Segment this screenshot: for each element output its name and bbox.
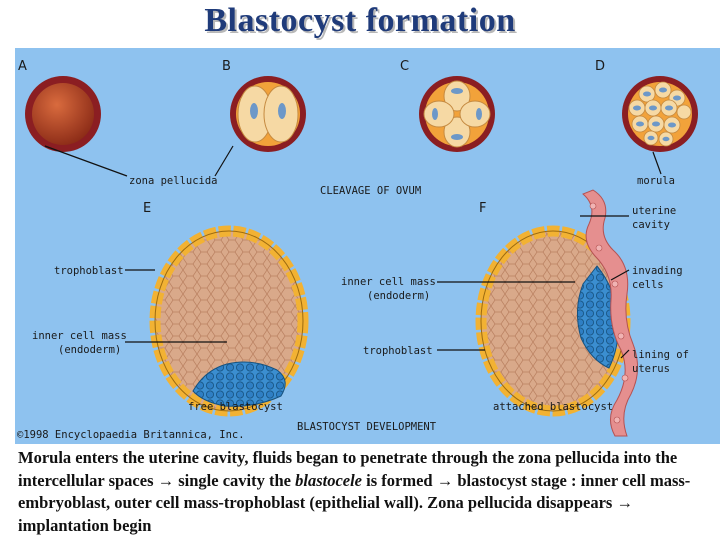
caption-text: Morula enters the uterine cavity, fluids… xyxy=(18,447,708,537)
free-blastocyst-e xyxy=(149,225,309,417)
label-trophoblast-left: trophoblast xyxy=(54,265,124,277)
panel-letter-c: C xyxy=(400,59,409,74)
diagram-panel: A B C D E F xyxy=(15,48,720,444)
caption-part-2: is formed → blastocyst stage : inner cel… xyxy=(18,470,691,535)
label-cleavage: CLEAVAGE OF OVUM xyxy=(320,185,421,197)
panel-letter-d: D xyxy=(595,59,605,74)
label-lining-of-uterus-line1: lining of xyxy=(632,349,689,361)
caption-part-1: Morula enters the uterine cavity, fluids… xyxy=(18,448,678,490)
label-attached-blastocyst: attached blastocyst xyxy=(493,401,613,413)
uterus-lining xyxy=(582,189,638,437)
label-lining-of-uterus-line2: uterus xyxy=(632,363,670,375)
label-uterine-cavity-line1: uterine xyxy=(632,205,676,217)
panel-letter-e: E xyxy=(143,201,151,216)
label-invading-cells-line1: invading xyxy=(632,265,683,277)
morula-d xyxy=(622,76,698,152)
page-title: Blastocyst formation xyxy=(204,2,516,39)
label-uterine-cavity-line2: cavity xyxy=(632,219,670,231)
label-blastocyst-development: BLASTOCYST DEVELOPMENT xyxy=(297,421,437,433)
label-inner-cell-mass-center-line1: inner cell mass xyxy=(341,276,436,288)
ovum-a xyxy=(25,76,101,152)
attached-blastocyst-f xyxy=(475,189,638,437)
label-zona-pellucida: zona pellucida xyxy=(129,175,218,187)
copyright-notice: ©1998 Encyclopaedia Britannica, Inc. xyxy=(17,429,245,441)
panel-letter-b: B xyxy=(222,59,231,74)
label-morula: morula xyxy=(637,175,675,187)
four-cell-stage-c xyxy=(419,76,495,152)
label-inner-cell-mass-left-line1: inner cell mass xyxy=(32,330,127,342)
label-inner-cell-mass-left-line2: (endoderm) xyxy=(58,344,121,356)
panel-letter-a: A xyxy=(18,59,27,74)
label-free-blastocyst: free blastocyst xyxy=(188,401,283,413)
two-cell-stage-b xyxy=(230,76,306,152)
label-invading-cells-line2: cells xyxy=(632,279,664,291)
blastocyst-diagram: A B C D E F xyxy=(17,59,698,441)
panel-letter-f: F xyxy=(479,201,486,216)
label-trophoblast-center: trophoblast xyxy=(363,345,433,357)
caption-blastocele-term: blastocele xyxy=(295,470,363,490)
label-inner-cell-mass-center-line2: (endoderm) xyxy=(367,290,430,302)
leader-lines xyxy=(44,145,662,359)
